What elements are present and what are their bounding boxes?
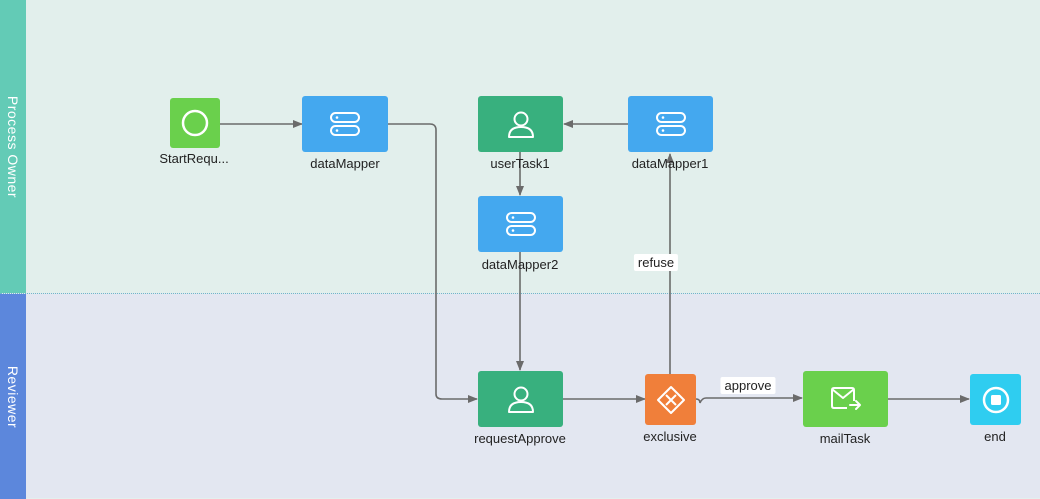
datamapper2-task[interactable]: [478, 196, 563, 252]
requestapprove-task[interactable]: [478, 371, 563, 427]
datamapper1-task[interactable]: [628, 96, 713, 152]
stop-circle-icon: [982, 386, 1009, 413]
datamapper-task-label: dataMapper: [310, 156, 380, 171]
requestapprove-task-label: requestApprove: [474, 431, 566, 446]
lane-title: Process Owner: [5, 95, 22, 198]
datamapper2-task-label: dataMapper2: [481, 257, 559, 272]
edge-label-refuse[interactable]: refuse: [633, 254, 679, 271]
mail-send-icon: [830, 387, 861, 410]
server-stack-icon: [655, 112, 686, 136]
exclusive-gateway-label: exclusive: [643, 429, 697, 444]
edge-label-approve[interactable]: approve: [720, 377, 776, 394]
user-icon: [507, 111, 534, 138]
datamapper1-task-label: dataMapper1: [631, 156, 709, 171]
usertask1-task-label: userTask1: [490, 156, 550, 171]
exclusive-gateway[interactable]: [645, 374, 696, 425]
start-event-label: StartRequ...: [159, 151, 229, 166]
usertask1-task[interactable]: [478, 96, 563, 152]
start-event[interactable]: [170, 98, 220, 148]
lane-header-reviewer[interactable]: Reviewer: [0, 294, 26, 499]
lane-title: Reviewer: [5, 365, 22, 428]
lane-header-process-owner[interactable]: Process Owner: [0, 0, 26, 293]
circle-icon: [181, 109, 209, 137]
mailtask-task[interactable]: [803, 371, 888, 427]
diamond-x-icon: [656, 385, 685, 414]
mailtask-task-label: mailTask: [819, 431, 871, 446]
end-event-label: end: [984, 429, 1006, 444]
server-stack-icon: [505, 212, 536, 236]
user-icon: [507, 386, 534, 413]
datamapper-task[interactable]: [302, 96, 388, 152]
end-event[interactable]: [970, 374, 1021, 425]
server-stack-icon: [330, 112, 360, 136]
